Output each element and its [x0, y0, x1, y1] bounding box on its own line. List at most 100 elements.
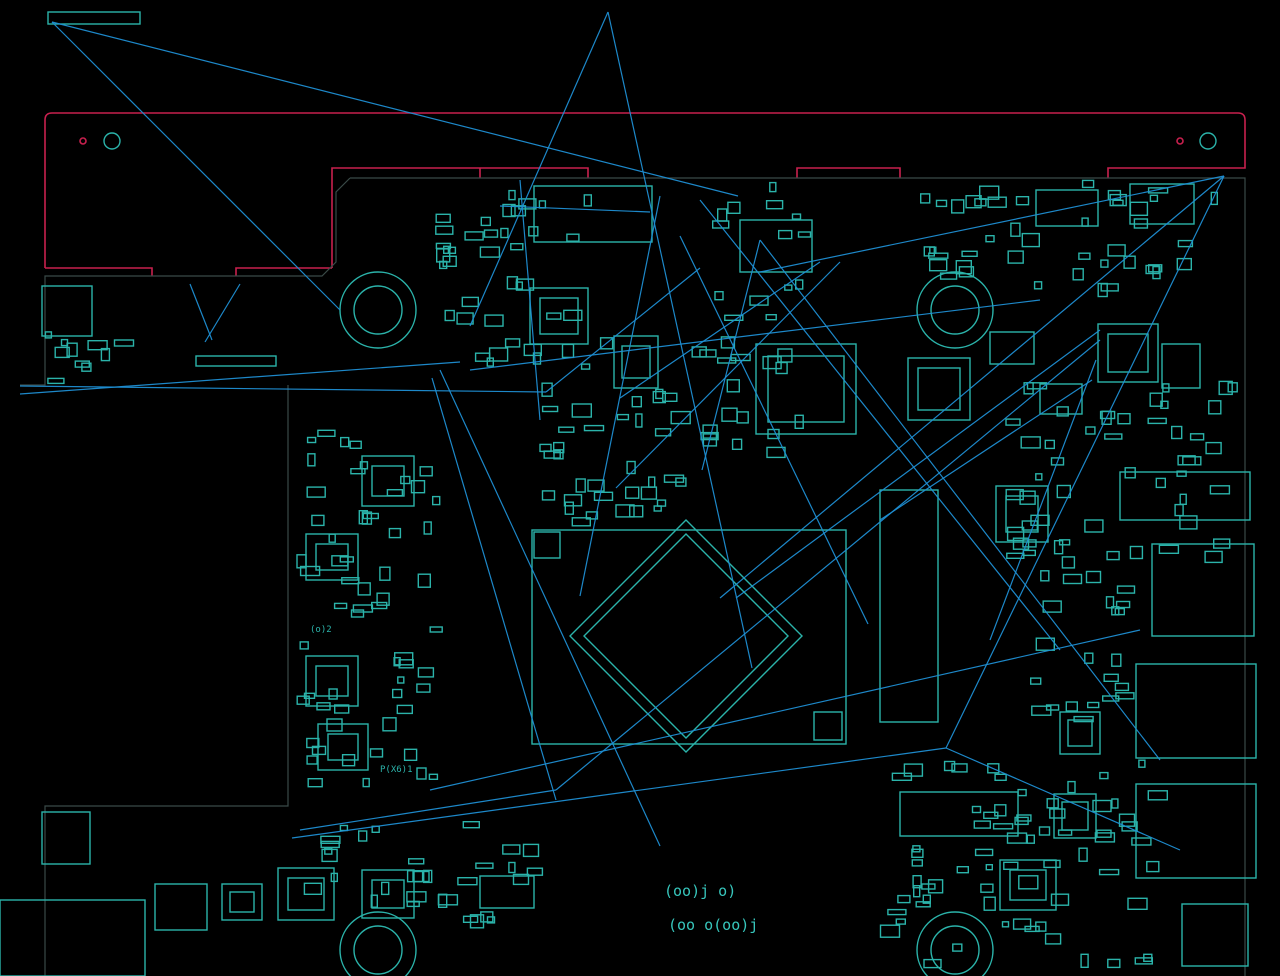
smd-pad[interactable] — [370, 894, 378, 908]
smd-pad[interactable] — [381, 881, 390, 896]
smd-pad[interactable] — [1179, 515, 1198, 530]
smd-pad[interactable] — [1149, 392, 1163, 407]
smd-pad[interactable] — [563, 309, 583, 321]
passive-components[interactable] — [44, 179, 1238, 969]
smd-pad[interactable] — [912, 845, 921, 853]
smd-pad[interactable] — [469, 914, 485, 929]
smd-pad[interactable] — [915, 901, 931, 908]
smd-pad[interactable] — [296, 554, 307, 569]
smd-pad[interactable] — [1081, 217, 1089, 227]
smd-pad[interactable] — [1035, 473, 1043, 481]
smd-pad[interactable] — [1031, 705, 1052, 716]
smd-pad[interactable] — [566, 233, 580, 242]
smd-pad[interactable] — [1179, 493, 1187, 505]
smd-pad[interactable] — [1046, 798, 1059, 809]
smd-pad[interactable] — [714, 291, 724, 301]
smd-pad[interactable] — [479, 246, 501, 258]
smd-pad[interactable] — [1067, 780, 1076, 794]
smd-pad[interactable] — [320, 840, 340, 849]
smd-pad[interactable] — [510, 242, 524, 251]
smd-pad[interactable] — [432, 495, 441, 506]
smd-pad[interactable] — [585, 511, 599, 520]
smd-pad[interactable] — [350, 609, 365, 618]
smd-pad[interactable] — [419, 466, 433, 477]
smd-pad[interactable] — [369, 748, 384, 758]
smd-pad[interactable] — [1147, 187, 1169, 194]
smd-pad[interactable] — [717, 208, 728, 222]
smd-pad[interactable] — [299, 565, 321, 577]
smd-pad[interactable] — [879, 924, 901, 938]
smd-pad[interactable] — [423, 869, 433, 884]
smd-pad[interactable] — [361, 511, 373, 525]
smd-pad[interactable] — [1006, 832, 1028, 844]
smd-pad[interactable] — [44, 331, 53, 339]
smd-pad[interactable] — [349, 440, 362, 449]
smd-pad[interactable] — [727, 201, 741, 215]
smd-pad[interactable] — [1057, 829, 1073, 836]
smd-pad[interactable] — [330, 872, 338, 883]
smd-pad[interactable] — [1123, 255, 1136, 269]
smd-pad[interactable] — [1006, 526, 1025, 542]
smd-pad[interactable] — [303, 882, 323, 895]
smd-pad[interactable] — [702, 433, 718, 447]
smd-pad[interactable] — [435, 225, 454, 235]
smd-pad[interactable] — [1212, 538, 1231, 549]
smd-pad[interactable] — [974, 848, 994, 857]
smd-pad[interactable] — [339, 824, 349, 832]
smd-pad[interactable] — [1042, 600, 1062, 613]
smd-pad[interactable] — [1098, 868, 1120, 876]
smd-pad[interactable] — [1018, 875, 1039, 890]
smd-pad[interactable] — [388, 527, 402, 539]
smd-pad[interactable] — [1094, 832, 1116, 843]
smd-pad[interactable] — [416, 767, 427, 780]
smd-pad[interactable] — [538, 200, 547, 209]
smd-pad[interactable] — [1043, 859, 1061, 869]
smd-pad[interactable] — [1118, 813, 1136, 827]
smd-pad[interactable] — [483, 229, 499, 238]
smd-pad[interactable] — [311, 745, 327, 756]
smd-pad[interactable] — [1127, 897, 1148, 910]
smd-pad[interactable] — [635, 413, 643, 428]
smd-pad[interactable] — [333, 602, 348, 610]
smd-pad[interactable] — [307, 453, 316, 467]
smd-pad[interactable] — [994, 773, 1007, 781]
smd-pad[interactable] — [553, 449, 564, 460]
smd-pad[interactable] — [546, 312, 562, 320]
smd-pad[interactable] — [1001, 921, 1010, 928]
smd-pad[interactable] — [1218, 380, 1233, 396]
smd-pad[interactable] — [961, 250, 978, 258]
smd-pad[interactable] — [506, 276, 519, 290]
smd-pad[interactable] — [1014, 816, 1029, 826]
smd-pad[interactable] — [1129, 545, 1144, 560]
smd-pad[interactable] — [1106, 550, 1120, 561]
smd-pad[interactable] — [1026, 834, 1036, 844]
smd-pad[interactable] — [971, 805, 982, 814]
smd-pad[interactable] — [87, 340, 108, 351]
smd-pad[interactable] — [543, 450, 561, 459]
smd-pad[interactable] — [398, 659, 414, 669]
smd-pad[interactable] — [1174, 503, 1184, 517]
smd-pad[interactable] — [973, 820, 991, 829]
smd-pad[interactable] — [1029, 677, 1042, 685]
smd-pad[interactable] — [444, 309, 455, 322]
smd-pad[interactable] — [320, 835, 341, 844]
smd-pad[interactable] — [474, 352, 491, 362]
smd-pad[interactable] — [911, 859, 923, 867]
smd-pad[interactable] — [523, 343, 542, 357]
smd-pad[interactable] — [1053, 540, 1064, 555]
smd-pad[interactable] — [656, 499, 667, 507]
smd-pad[interactable] — [691, 346, 707, 358]
smd-pad[interactable] — [437, 894, 459, 906]
smd-pad[interactable] — [350, 468, 366, 475]
smd-pad[interactable] — [1065, 701, 1079, 712]
smd-pad[interactable] — [1146, 860, 1160, 873]
smd-pad[interactable] — [321, 848, 338, 863]
smd-pad[interactable] — [1116, 585, 1136, 594]
smd-pad[interactable] — [1062, 573, 1083, 585]
smd-pad[interactable] — [561, 343, 575, 359]
smd-pad[interactable] — [1115, 692, 1135, 700]
smd-pad[interactable] — [406, 870, 424, 883]
smd-pad[interactable] — [541, 490, 556, 501]
smd-pad[interactable] — [1176, 470, 1187, 477]
smd-pad[interactable] — [1078, 252, 1091, 260]
